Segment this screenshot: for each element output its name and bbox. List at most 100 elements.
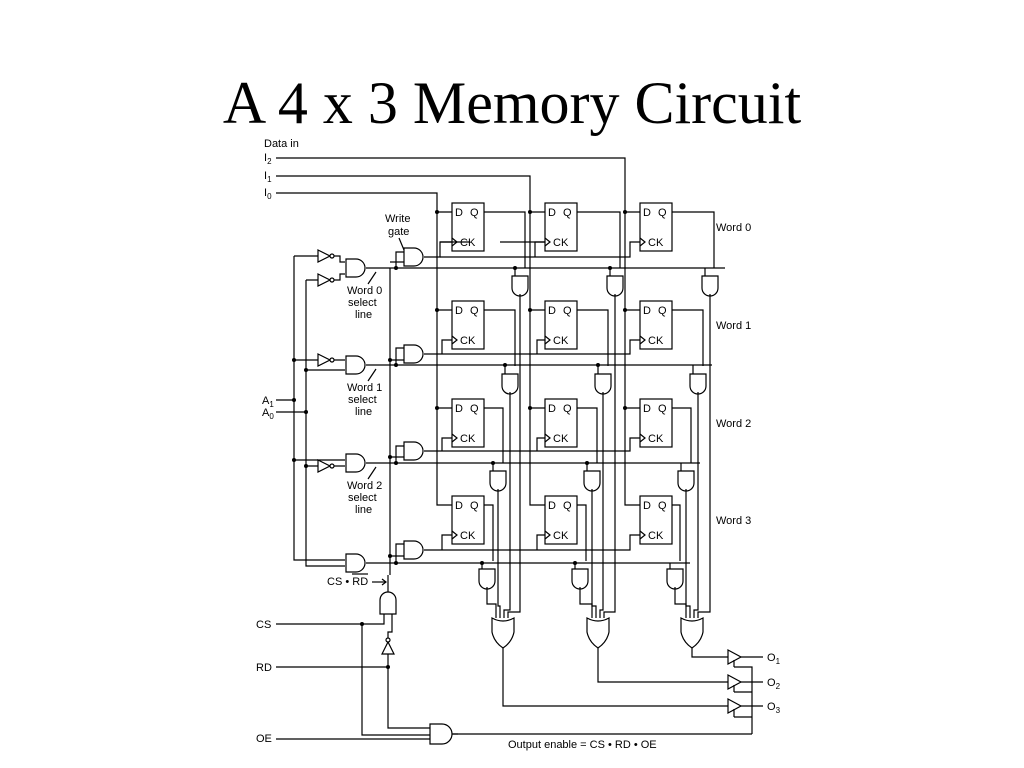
svg-text:Q: Q (563, 305, 572, 317)
data-input-i2: I2 (264, 152, 272, 166)
svg-text:line: line (355, 504, 372, 516)
flipflop: D Q CK (451, 495, 485, 545)
svg-text:D: D (548, 500, 556, 512)
cs-rd-label: CS • RD (327, 573, 368, 588)
data-in-label: Data in (264, 138, 299, 150)
svg-text:Q: Q (658, 500, 667, 512)
rd-inverter (381, 640, 395, 655)
control-input-cs: CS (256, 619, 271, 631)
svg-text:CK: CK (553, 530, 569, 542)
svg-text:line: line (355, 309, 372, 321)
output-buffers (727, 648, 743, 715)
svg-text:Q: Q (470, 207, 479, 219)
word0-select-label: Word 0 select line (347, 285, 382, 321)
write-gate-label: Write gate (385, 213, 410, 238)
write-gates (403, 247, 424, 560)
svg-text:CK: CK (648, 530, 664, 542)
address-input-a1: A1 (262, 395, 274, 409)
svg-text:D: D (643, 305, 651, 317)
output-enable-label: Output enable = CS • RD • OE (508, 739, 657, 751)
flipflop: D Q CK (639, 300, 673, 350)
svg-text:Word 2: Word 2 (347, 480, 382, 492)
svg-text:Q: Q (658, 403, 667, 415)
output-enable-and-gate (429, 723, 453, 745)
word-label: Word 0 (716, 222, 751, 234)
svg-text:Q: Q (563, 403, 572, 415)
svg-text:Q: Q (563, 500, 572, 512)
flipflop: D Q CK (544, 202, 578, 252)
svg-text:D: D (455, 403, 463, 415)
flipflop: D Q CK (639, 398, 673, 448)
svg-text:Q: Q (470, 500, 479, 512)
svg-text:CK: CK (648, 433, 664, 445)
svg-text:Write: Write (385, 213, 410, 225)
svg-text:CK: CK (460, 335, 476, 347)
svg-text:Q: Q (470, 305, 479, 317)
svg-text:A0: A0 (262, 407, 274, 421)
svg-text:CK: CK (460, 530, 476, 542)
svg-text:D: D (455, 500, 463, 512)
word-label: Word 1 (716, 320, 751, 332)
control-input-rd: RD (256, 662, 272, 674)
svg-text:Q: Q (470, 403, 479, 415)
svg-text:gate: gate (388, 226, 409, 238)
svg-text:D: D (548, 403, 556, 415)
svg-text:CK: CK (648, 237, 664, 249)
output-o2: O2 (767, 677, 781, 691)
flipflop: D Q CK (544, 300, 578, 350)
svg-text:Q: Q (658, 207, 667, 219)
svg-text:O2: O2 (767, 677, 781, 691)
flipflop-grid: D Q CK D Q CK D Q CK D Q CK (451, 202, 673, 545)
flipflop: D Q CK (639, 495, 673, 545)
svg-text:CK: CK (460, 433, 476, 445)
svg-text:select: select (348, 492, 377, 504)
flipflop: D Q CK (451, 398, 485, 448)
svg-text:I2: I2 (264, 152, 272, 166)
svg-text:CK: CK (460, 237, 476, 249)
control-input-oe: OE (256, 733, 272, 745)
svg-text:CK: CK (553, 335, 569, 347)
svg-text:D: D (455, 305, 463, 317)
svg-text:select: select (348, 297, 377, 309)
flipflop: D Q CK (451, 300, 485, 350)
page-title: A 4 x 3 Memory Circuit (222, 70, 802, 136)
svg-text:A1: A1 (262, 395, 274, 409)
word2-select-label: Word 2 select line (347, 480, 382, 516)
svg-text:CK: CK (648, 335, 664, 347)
svg-text:D: D (548, 305, 556, 317)
svg-text:O3: O3 (767, 701, 781, 715)
svg-text:O1: O1 (767, 652, 781, 666)
svg-text:select: select (348, 394, 377, 406)
svg-text:Q: Q (658, 305, 667, 317)
svg-text:CS • RD: CS • RD (327, 576, 368, 588)
flipflop: D Q CK (544, 495, 578, 545)
word-label: Word 2 (716, 418, 751, 430)
svg-text:Q: Q (563, 207, 572, 219)
svg-text:line: line (355, 406, 372, 418)
address-input-a0: A0 (262, 407, 274, 421)
data-input-i0: I0 (264, 187, 272, 201)
svg-text:CK: CK (553, 433, 569, 445)
word1-select-label: Word 1 select line (347, 382, 382, 418)
address-inverters (317, 249, 335, 473)
output-o3: O3 (767, 701, 781, 715)
svg-text:D: D (455, 207, 463, 219)
flipflop: D Q CK (639, 202, 673, 252)
flipflop: D Q CK (451, 202, 485, 252)
output-o1: O1 (767, 652, 781, 666)
svg-text:CK: CK (553, 237, 569, 249)
flipflop: D Q CK (544, 398, 578, 448)
svg-text:D: D (548, 207, 556, 219)
svg-text:I0: I0 (264, 187, 272, 201)
svg-text:D: D (643, 207, 651, 219)
data-input-i1: I1 (264, 170, 272, 184)
svg-text:Word 1: Word 1 (347, 382, 382, 394)
cs-rd-and-gate (379, 591, 397, 615)
svg-text:D: D (643, 403, 651, 415)
svg-text:Word 0: Word 0 (347, 285, 382, 297)
svg-text:D: D (643, 500, 651, 512)
svg-text:I1: I1 (264, 170, 272, 184)
word-label: Word 3 (716, 515, 751, 527)
output-or-gates (491, 617, 704, 649)
